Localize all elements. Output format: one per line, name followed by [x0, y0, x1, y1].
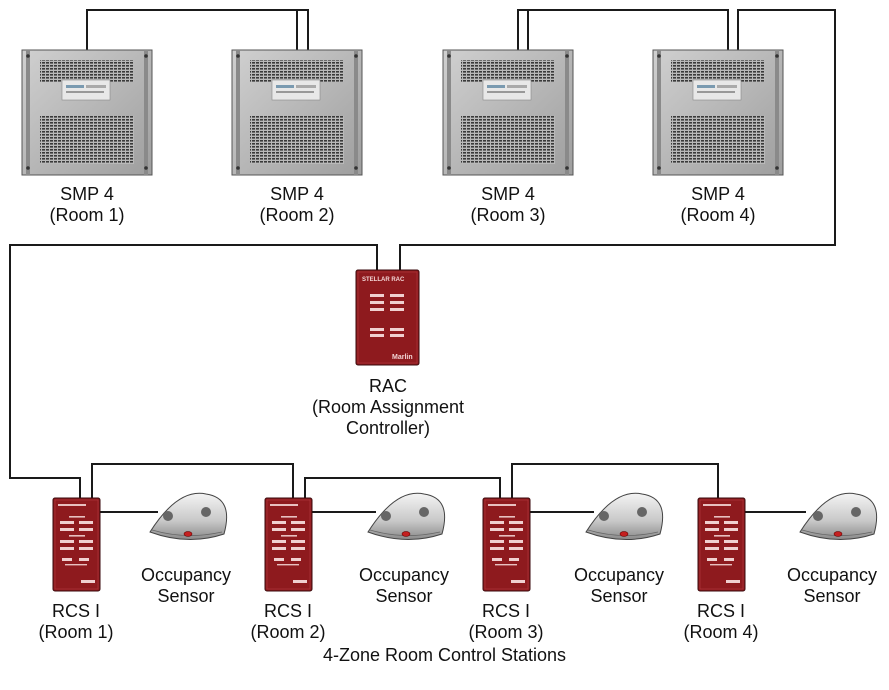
rcs-panel-1: [52, 497, 101, 592]
rcs-name: RCS I: [481, 601, 530, 621]
rcs-panel-2: [264, 497, 313, 592]
sensor-label-3: Occupancy Sensor: [564, 565, 674, 607]
smp-room: (Room 2): [259, 205, 335, 225]
rac-brand-logo: Marlin: [392, 354, 413, 361]
wire-smp3-smp4: [517, 9, 729, 50]
rcs-room: (Room 2): [250, 622, 326, 642]
wire-smp1-smp2: [86, 9, 309, 50]
smp-room: (Room 4): [680, 205, 756, 225]
smp-room: (Room 1): [49, 205, 125, 225]
smp-unit-1: [21, 49, 153, 176]
rcs-label-4: RCS I (Room 4): [661, 601, 781, 643]
rcs-room: (Room 1): [38, 622, 114, 642]
rcs-label-3: RCS I (Room 3): [446, 601, 566, 643]
rcs-name: RCS I: [263, 601, 312, 621]
wire-rac-rcs1: [9, 244, 378, 498]
rac-desc-line2: Controller): [345, 418, 431, 438]
smp-room: (Room 3): [470, 205, 546, 225]
sensor-label-line2: Sensor: [590, 586, 648, 606]
rcs-label-2: RCS I (Room 2): [228, 601, 348, 643]
wire-smp2-smp3: [296, 9, 308, 50]
rcs-label-1: RCS I (Room 1): [16, 601, 136, 643]
smp-unit-2: [231, 49, 363, 176]
sensor-label-2: Occupancy Sensor: [349, 565, 459, 607]
wire-rcs3-rcs4: [511, 463, 719, 498]
rac-panel-header: STELLAR RAC: [362, 277, 405, 283]
sensor-label-4: Occupancy Sensor: [777, 565, 887, 607]
wire-rcs2-rcs3: [304, 477, 501, 498]
rcs-panel-3: [482, 497, 531, 592]
rcs-room: (Room 3): [468, 622, 544, 642]
sensor-label-line2: Sensor: [157, 586, 215, 606]
rac-label: RAC (Room Assignment Controller): [258, 376, 518, 439]
sensor-label-line2: Sensor: [803, 586, 861, 606]
smp-unit-3: [442, 49, 574, 176]
occupancy-sensor-3: [585, 492, 664, 541]
rac-desc-line1: (Room Assignment: [311, 397, 465, 417]
wiring: [9, 9, 836, 513]
diagram-title: 4-Zone Room Control Stations: [322, 645, 567, 665]
wire-rcs1-rcs2: [91, 463, 294, 498]
smp-label-3: SMP 4 (Room 3): [423, 184, 593, 226]
sensor-label-line1: Occupancy: [573, 565, 665, 585]
smp-name: SMP 4: [691, 184, 745, 204]
smp-label-4: SMP 4 (Room 4): [633, 184, 803, 226]
sensor-label-line2: Sensor: [375, 586, 433, 606]
rcs-name: RCS I: [696, 601, 745, 621]
rac-panel: STELLAR RAC Marlin: [355, 269, 420, 366]
smp-label-1: SMP 4 (Room 1): [2, 184, 172, 226]
rac-name: RAC: [368, 376, 407, 396]
occupancy-sensor-4: [799, 492, 878, 541]
rcs-name: RCS I: [51, 601, 100, 621]
smp-label-2: SMP 4 (Room 2): [212, 184, 382, 226]
smp-unit-4: [652, 49, 784, 176]
sensor-label-line1: Occupancy: [786, 565, 878, 585]
smp-name: SMP 4: [270, 184, 324, 204]
rcs-panel-4: [697, 497, 746, 592]
rcs-room: (Room 4): [683, 622, 759, 642]
smp-name: SMP 4: [481, 184, 535, 204]
sensor-label-1: Occupancy Sensor: [131, 565, 241, 607]
wire-smp4-rac: [399, 9, 836, 270]
sensor-label-line1: Occupancy: [140, 565, 232, 585]
occupancy-sensor-2: [367, 492, 446, 541]
occupancy-sensor-1: [149, 492, 228, 541]
sensor-label-line1: Occupancy: [358, 565, 450, 585]
smp-name: SMP 4: [60, 184, 114, 204]
